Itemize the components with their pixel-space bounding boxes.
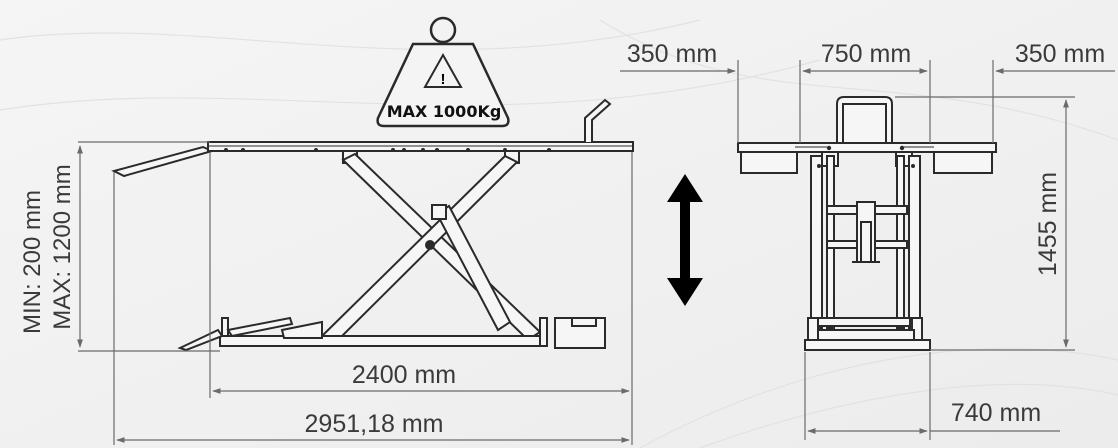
double-arrow-vertical-icon: [667, 174, 703, 306]
overall-height-label: 1455 mm: [1034, 172, 1062, 276]
center-width-label: 750 mm: [821, 40, 911, 68]
side-view-dimension-lines: [77, 141, 633, 445]
total-length-label: 2951,18 mm: [305, 410, 444, 438]
front-view-drawing: [737, 96, 997, 351]
side-extension-left-label: 350 mm: [627, 40, 717, 68]
side-view-drawing: [111, 98, 634, 352]
front-view-dimension-lines: [620, 60, 1115, 440]
platform-length-label: 2400 mm: [352, 361, 456, 389]
background-swirls: [0, 19, 1118, 448]
height-min-label: MIN: 200 mm: [19, 190, 46, 334]
front-view-bolts: [817, 145, 915, 168]
height-max-label: MAX: 1200 mm: [49, 164, 76, 329]
base-width-label: 740 mm: [951, 399, 1041, 427]
max-load-label: MAX 1000Kg: [387, 102, 502, 121]
warning-mark: !: [441, 71, 446, 88]
weight-icon: ! MAX 1000Kg: [376, 16, 510, 128]
side-extension-right-label: 350 mm: [1015, 40, 1105, 68]
